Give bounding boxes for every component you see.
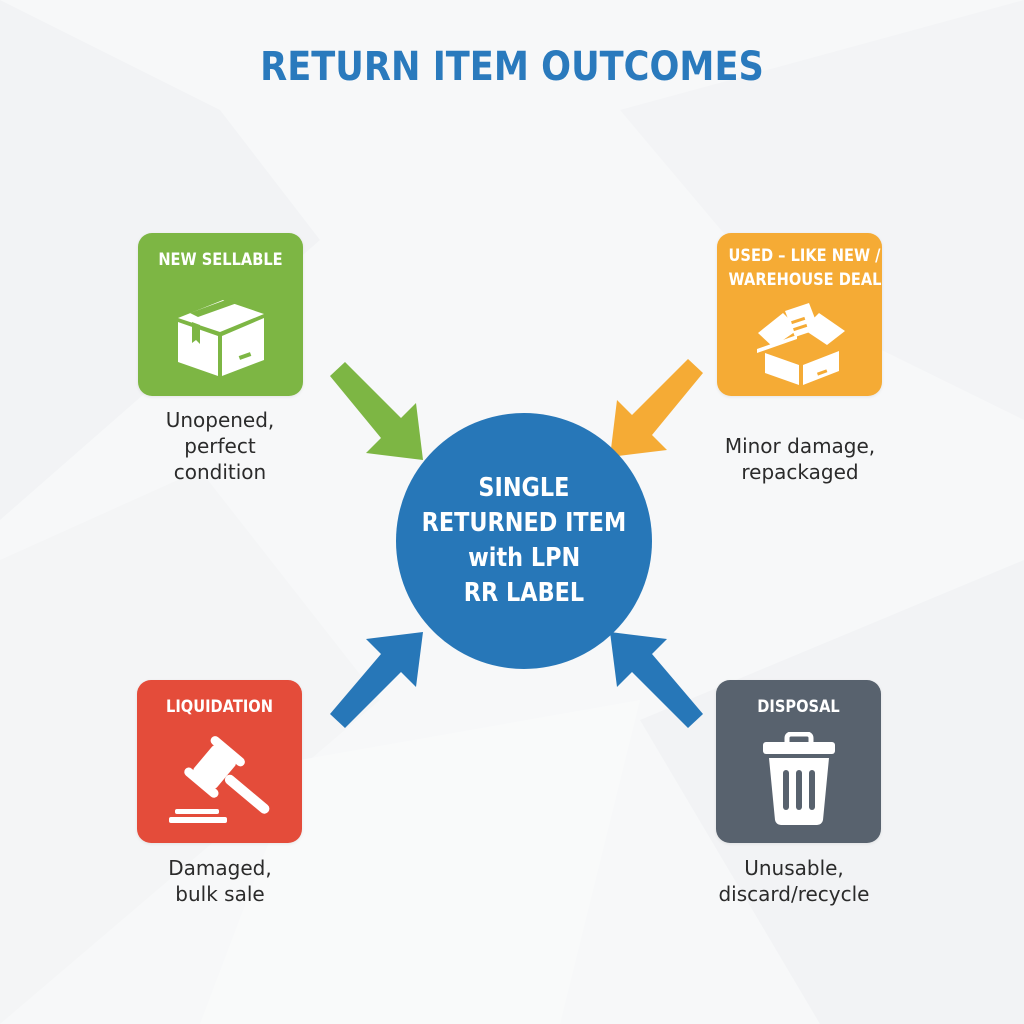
caption-liquidation: Damaged, bulk sale <box>168 856 272 906</box>
center-line: SINGLE <box>478 473 570 503</box>
card-title: LIQUIDATION <box>166 697 273 717</box>
card-title: NEW SELLABLE <box>158 250 283 270</box>
center-line: with LPN <box>467 543 581 573</box>
caption-disposal: Unusable, discard/recycle <box>718 856 870 906</box>
center-line: RETURNED ITEM <box>421 508 627 538</box>
arrow-liquidation-icon <box>330 632 423 728</box>
card-disposal: DISPOSAL <box>716 680 881 843</box>
page-title: RETURN ITEM OUTCOMES <box>260 44 764 90</box>
card-new-sellable: NEW SELLABLE <box>138 233 303 396</box>
card-used-like-new: USED – LIKE NEW / WAREHOUSE DEAL <box>717 233 882 396</box>
card-liquidation: LIQUIDATION <box>137 680 302 843</box>
center-line: RR LABEL <box>463 578 585 608</box>
open-box-icon <box>757 303 845 385</box>
closed-box-icon <box>178 298 264 376</box>
caption-new-sellable: Unopened, perfect condition <box>165 408 275 484</box>
caption-used-like-new: Minor damage, repackaged <box>724 434 876 484</box>
arrow-new-sellable-icon <box>330 362 423 460</box>
gavel-icon <box>169 736 270 823</box>
trash-can-icon <box>763 732 835 826</box>
card-title: DISPOSAL <box>757 697 840 717</box>
arrow-used-like-new-icon <box>610 359 703 457</box>
arrow-disposal-icon <box>610 632 703 728</box>
card-title: USED – LIKE NEW / <box>728 246 881 266</box>
card-title: WAREHOUSE DEAL <box>728 270 882 290</box>
center-returned-item: SINGLE RETURNED ITEM with LPN RR LABEL <box>396 413 652 669</box>
